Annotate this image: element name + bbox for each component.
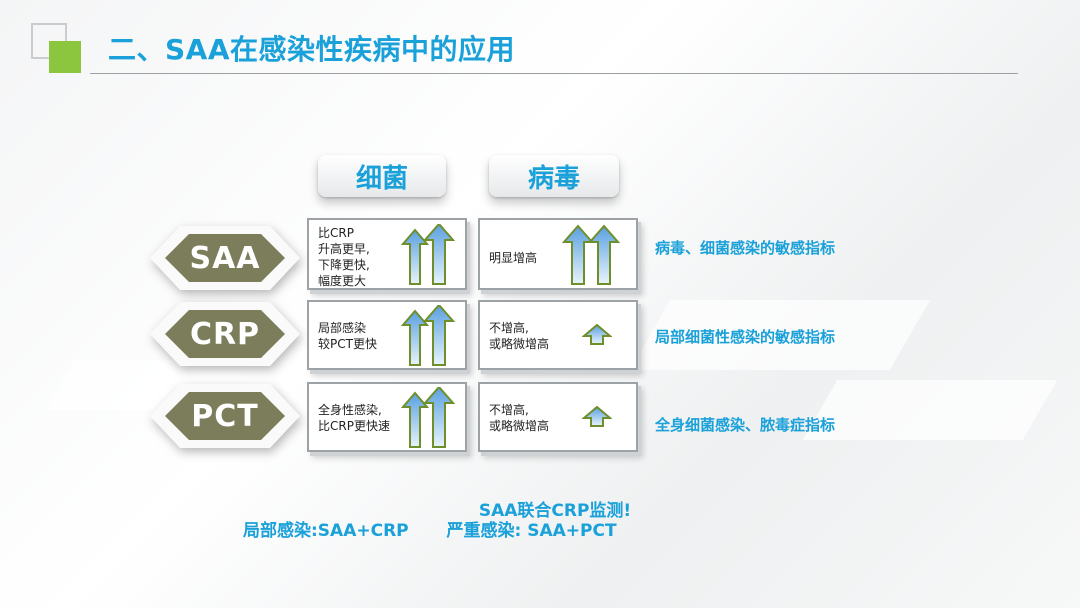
marker-label: CRP <box>165 310 285 358</box>
cell-text: 局部感染 较PCT更快 <box>318 321 377 351</box>
cell-pct-bacteria: 全身性感染, 比CRP更快速 <box>307 382 467 452</box>
logo-square-green <box>49 41 81 73</box>
cell-text: 不增高, 或略微增高 <box>489 321 550 351</box>
title-divider <box>90 73 1018 74</box>
marker-hexagon-pct: PCT <box>150 384 300 448</box>
page-title: 二、SAA在感染性疾病中的应用 <box>108 33 516 66</box>
cell-saa-virus: 明显增高 <box>478 218 638 290</box>
cell-pct-virus: 不增高, 或略微增高 <box>478 382 638 452</box>
double-up-arrow-icon <box>400 387 456 448</box>
summary-severe-infection: 严重感染: SAA+PCT <box>446 521 617 541</box>
marker-hexagon-saa: SAA <box>150 226 300 290</box>
cell-saa-bacteria: 比CRP 升高更早, 下降更快, 幅度更大 <box>307 218 467 290</box>
double-up-arrow-icon <box>400 224 456 285</box>
cell-text: 比CRP 升高更早, 下降更快, 幅度更大 <box>318 226 370 288</box>
background-shape <box>802 380 1058 440</box>
summary-local-infection: 局部感染:SAA+CRP <box>243 521 409 541</box>
small-up-arrow-icon <box>582 324 612 345</box>
small-up-arrow-icon <box>582 406 612 427</box>
marker-hexagon-crp: CRP <box>150 302 300 366</box>
column-header-bacteria: 细菌 <box>318 155 446 197</box>
cell-text: 不增高, 或略微增高 <box>489 403 550 433</box>
cell-text: 明显增高 <box>489 251 538 265</box>
column-header-virus: 病毒 <box>489 155 619 197</box>
cell-text: 全身性感染, 比CRP更快速 <box>318 403 390 433</box>
row-description: 病毒、细菌感染的敏感指标 <box>655 239 836 257</box>
marker-label: PCT <box>165 392 285 440</box>
double-up-arrow-icon <box>562 224 621 285</box>
row-description: 局部细菌性感染的敏感指标 <box>655 328 836 346</box>
summary-line-1: SAA联合CRP监测! <box>478 501 632 521</box>
row-description: 全身细菌感染、脓毒症指标 <box>655 416 836 434</box>
cell-crp-virus: 不增高, 或略微增高 <box>478 300 638 370</box>
double-up-arrow-icon <box>400 305 456 366</box>
cell-crp-bacteria: 局部感染 较PCT更快 <box>307 300 467 370</box>
marker-label: SAA <box>165 234 285 282</box>
summary-line-2: 局部感染:SAA+CRP 严重感染: SAA+PCT <box>243 516 617 541</box>
